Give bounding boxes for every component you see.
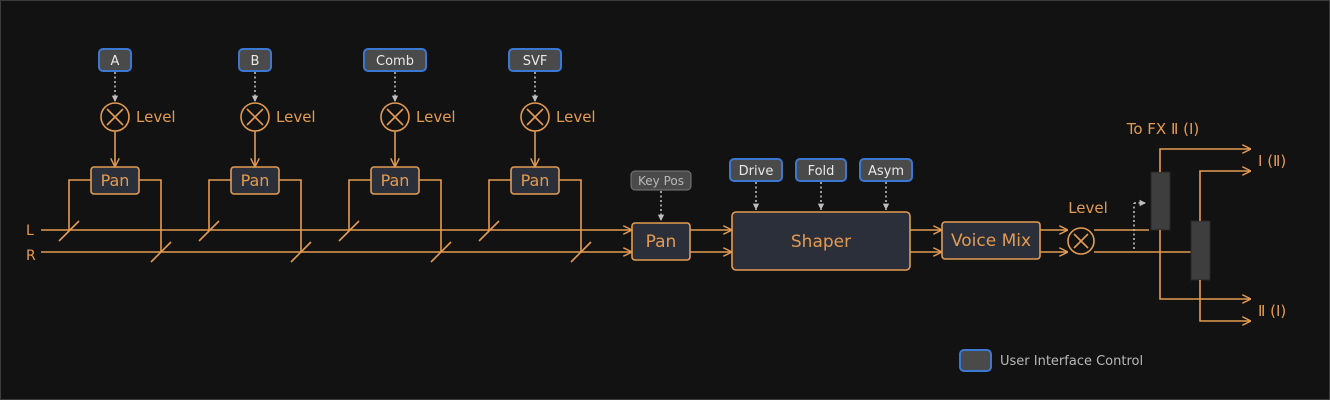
route-upper-bottom [1199,171,1250,221]
output-lower-label: Ⅱ (Ⅰ) [1258,302,1286,320]
legend-swatch [959,349,992,372]
pan-svf-right-tap [559,179,582,252]
control-comb[interactable] [363,48,427,72]
pan-label-a: Pan [101,171,130,190]
control-svf-label: SVF [523,54,548,69]
legend-label: User Interface Control [1000,354,1143,369]
tick-left-a [58,220,80,242]
output-multiplier-icon [1067,227,1095,255]
output-level-label: Level [1068,199,1108,217]
tick-right-b [290,241,312,263]
output-upper-label: Ⅰ (Ⅱ) [1258,152,1286,170]
fold-label: Fold [808,164,835,179]
fold-control[interactable] [795,158,847,182]
pan-b-left-tap [208,179,231,230]
pan-a-left-tap [68,179,91,230]
control-b[interactable] [238,48,272,72]
tick-left-comb [338,220,360,242]
drive-control[interactable] [729,158,783,182]
voice-mix-block [941,221,1041,260]
tick-left-b [198,220,220,242]
shaper-label: Shaper [791,232,851,252]
level-label-comb: Level [416,108,456,126]
stage-a: A Level Pan [58,48,176,263]
asym-label: Asym [868,164,904,179]
key-pan-stage: Key Pos Pan [630,170,692,261]
voice-mix-label: Voice Mix [951,231,1031,251]
pan-label-comb: Pan [381,171,410,190]
control-b-label: B [251,54,260,69]
control-a[interactable] [98,48,132,72]
pan-comb-left-tap [348,179,371,230]
tick-right-comb [430,241,452,263]
pan-b-right-tap [279,179,302,252]
stage-b: B Level Pan [198,48,316,263]
tick-right-svf [570,241,592,263]
split-bar-lower [1190,220,1211,281]
asym-control[interactable] [859,158,913,182]
stage-comb: Comb Level Pan [338,48,456,263]
route-lower-top [1159,230,1250,299]
level-label-b: Level [276,108,316,126]
key-pan-block [631,222,691,261]
multiplier-cross [526,108,544,126]
key-pan-label: Pan [646,232,677,252]
key-pos-label: Key Pos [638,174,684,188]
control-comb-label: Comb [376,54,414,69]
route-upper-top [1159,149,1250,172]
control-svf[interactable] [508,48,562,72]
control-a-label: A [111,54,120,69]
route-lower-bottom [1199,280,1250,321]
fx-route-label: To FX Ⅱ (Ⅰ) [1126,120,1200,138]
split-bar-upper [1150,171,1171,231]
stage-svf: SVF Level Pan [478,48,596,263]
left-input-label: L [26,223,34,239]
output-multiplier-cross [1073,233,1089,249]
pan-label-b: Pan [241,171,270,190]
level-label-a: Level [136,108,176,126]
pan-label-svf: Pan [521,171,550,190]
multiplier-cross [106,108,124,126]
pan-svf-left-tap [488,179,511,230]
right-input-label: R [26,248,36,264]
multiplier-cross [386,108,404,126]
pan-a-right-tap [139,179,162,252]
key-pos-control[interactable] [630,170,692,191]
tick-left-svf [478,220,500,242]
legend: User Interface Control [959,349,1143,372]
level-label-svf: Level [556,108,596,126]
drive-label: Drive [739,164,774,179]
multiplier-cross [246,108,264,126]
shaper-stage: Drive Fold Asym Shaper [729,158,913,271]
shaper-block [731,211,911,271]
tick-right-a [150,241,172,263]
pan-comb-right-tap [419,179,442,252]
